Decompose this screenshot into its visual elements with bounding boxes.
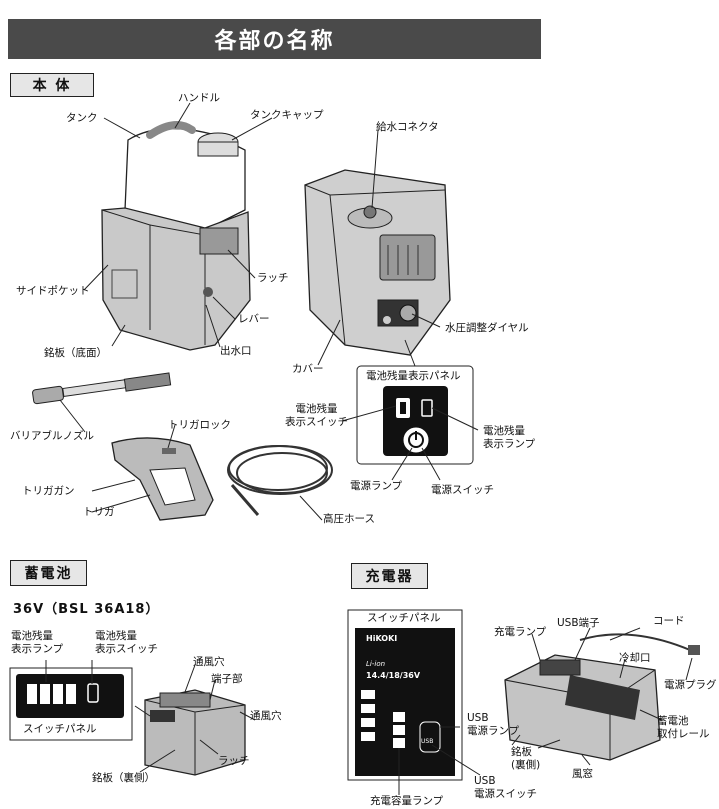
label-trigger: トリガ	[83, 506, 115, 518]
label-battery-nameplate: 銘板（裏側）	[92, 772, 155, 784]
label-side-pocket: サイドポケット	[16, 285, 90, 297]
label-hose: 高圧ホース	[323, 513, 375, 525]
label-cover: カバー	[292, 363, 324, 375]
label-power-plug: 電源プラグ	[664, 679, 717, 691]
label-battery-lamp-line2: 表示ランプ	[11, 643, 64, 655]
label-usb-lamp-line2: 電源ランプ	[467, 725, 520, 737]
charger-illustration	[504, 633, 700, 761]
label-battery-switch-panel: スイッチパネル	[23, 723, 97, 735]
label-battery-switch: 電池残量 表示スイッチ	[95, 630, 158, 656]
label-indicator-switch-line1: 電池残量	[295, 403, 338, 415]
label-battery-vent-top: 通風穴	[193, 656, 225, 668]
label-battery-rail-line2: 取付レール	[657, 728, 710, 740]
label-handle: ハンドル	[178, 92, 220, 104]
label-charger-nameplate-line1: 銘板	[511, 746, 532, 758]
label-indicator-switch-line2: 表示スイッチ	[285, 416, 348, 428]
hose-illustration	[227, 445, 333, 516]
label-tank: タンク	[66, 112, 98, 124]
battery-illustration	[144, 689, 246, 776]
label-usb-switch-line1: USB	[474, 775, 496, 787]
label-usb-lamp: USB 電源ランプ	[467, 712, 519, 738]
charger-voltage: 14.4/18/36V	[366, 671, 421, 680]
label-trigger-lock: トリガロック	[168, 419, 231, 431]
nozzle-illustration	[32, 372, 172, 405]
label-indicator-lamp-line1: 電池残量	[483, 425, 525, 437]
title-banner: 各部の名称	[8, 19, 541, 59]
charger-brand-logo: HiKOKI	[366, 634, 398, 643]
section-header-charger: 充電器	[351, 563, 428, 589]
trigger-gun-illustration	[111, 437, 214, 521]
section-header-battery: 蓄電池	[10, 560, 87, 586]
label-latch: ラッチ	[257, 272, 289, 284]
label-battery-rail: 蓄電池 取付レール	[657, 715, 710, 741]
label-usb-lamp-line1: USB	[467, 712, 489, 724]
charger-liion: Li-ion	[366, 660, 386, 668]
label-indicator-switch: 電池残量 表示スイッチ	[285, 403, 348, 429]
label-lever: レバー	[238, 313, 270, 325]
washer-back-illustration	[304, 169, 451, 356]
label-pressure-dial: 水圧調整ダイヤル	[445, 322, 529, 334]
label-indicator-lamp: 電池残量 表示ランプ	[483, 425, 535, 451]
label-battery-lamp: 電池残量 表示ランプ	[11, 630, 63, 656]
label-indicator-lamp-line2: 表示ランプ	[483, 438, 536, 450]
battery-model: 36V（BSL 36A18）	[13, 602, 160, 617]
label-charger-switch-panel: スイッチパネル	[367, 612, 441, 624]
label-cooling-vent: 冷却口	[619, 652, 651, 664]
label-trigger-gun: トリガガン	[22, 485, 75, 497]
label-charger-nameplate: 銘板 (裏側)	[511, 746, 540, 772]
label-panel-title: 電池残量表示パネル	[366, 370, 461, 382]
label-battery-lamp-line1: 電池残量	[11, 630, 53, 642]
label-usb-switch-line2: 電源スイッチ	[474, 788, 537, 800]
label-water-connector: 給水コネクタ	[376, 121, 439, 133]
label-variable-nozzle: バリアブルノズル	[10, 430, 94, 442]
label-capacity-lamp: 充電容量ランプ	[370, 795, 444, 807]
page-title: 各部の名称	[214, 29, 335, 54]
label-battery-latch: ラッチ	[218, 755, 250, 767]
label-nameplate-bottom: 銘板（底面）	[44, 347, 107, 359]
label-cord: コード	[653, 615, 685, 627]
washer-front-illustration	[101, 121, 251, 351]
label-tank-cap: タンクキャップ	[250, 109, 324, 121]
label-power-switch: 電源スイッチ	[431, 484, 494, 496]
label-usb-port: USB端子	[557, 617, 600, 629]
label-power-lamp: 電源ランプ	[350, 480, 403, 492]
label-battery-vent-side: 通風穴	[250, 710, 282, 722]
label-battery-terminal: 端子部	[211, 673, 243, 685]
label-vent-window: 風窓	[572, 768, 593, 780]
label-battery-rail-line1: 蓄電池	[657, 715, 689, 727]
label-battery-switch-line2: 表示スイッチ	[95, 643, 158, 655]
label-water-outlet: 出水口	[220, 345, 252, 357]
label-usb-switch: USB 電源スイッチ	[474, 775, 537, 801]
label-battery-switch-line1: 電池残量	[95, 630, 137, 642]
label-charger-nameplate-line2: (裏側)	[511, 759, 541, 771]
label-charge-lamp: 充電ランプ	[494, 626, 547, 638]
section-header-body: 本 体	[10, 73, 94, 97]
charger-usb-icon: USB	[421, 738, 434, 745]
